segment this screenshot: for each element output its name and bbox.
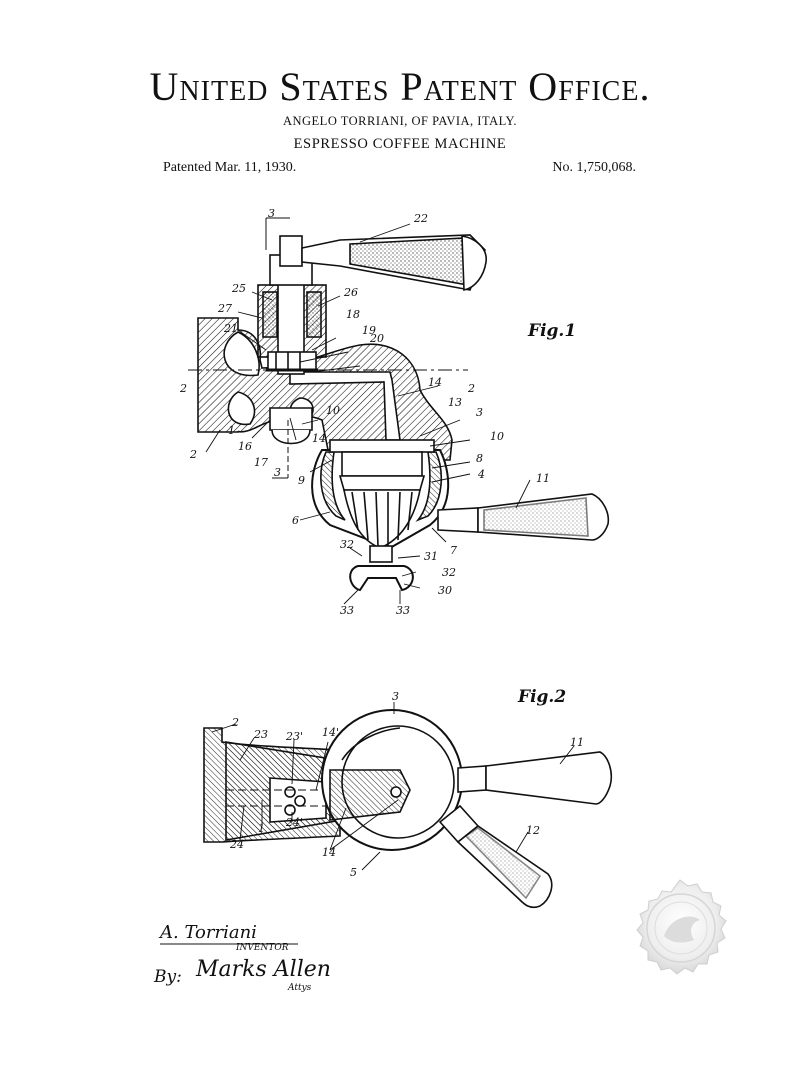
svg-text:8: 8 (476, 452, 483, 465)
svg-text:32: 32 (340, 538, 354, 551)
signature-block: A. Torriani INVENTOR By: Marks Allen Att… (153, 922, 331, 993)
lever-handle (301, 234, 487, 291)
inventor-signature: A. Torriani (158, 922, 257, 943)
svg-text:14: 14 (322, 846, 336, 859)
svg-text:14': 14' (322, 726, 339, 739)
svg-text:2: 2 (231, 716, 239, 729)
embossed-seal (636, 879, 727, 975)
document-title: United States Patent Office. (149, 64, 651, 109)
svg-text:33: 33 (340, 604, 354, 617)
svg-text:23': 23' (285, 730, 303, 743)
svg-text:31: 31 (424, 550, 438, 563)
inventor-line: ANGELO TORRIANI, OF PAVIA, ITALY. (282, 114, 518, 128)
svg-text:7: 7 (450, 544, 457, 557)
patent-number: No. 1,750,068. (552, 160, 636, 175)
svg-text:9: 9 (298, 474, 305, 487)
svg-text:2: 2 (467, 382, 475, 395)
svg-text:16: 16 (238, 440, 252, 453)
invention-title: ESPRESSO COFFEE MACHINE (293, 136, 507, 152)
fig-1-label: Fig.1 (527, 321, 576, 341)
svg-text:26: 26 (343, 286, 358, 299)
svg-text:18: 18 (346, 308, 360, 321)
fig-2-handle-11 (457, 751, 613, 805)
svg-text:33: 33 (396, 604, 410, 617)
svg-text:32: 32 (442, 566, 456, 579)
svg-text:2: 2 (179, 382, 187, 395)
portafilter-body (311, 439, 450, 550)
portafilter-handle (437, 493, 610, 541)
svg-text:11: 11 (570, 736, 584, 749)
svg-text:24: 24 (229, 838, 244, 851)
svg-text:12: 12 (526, 824, 540, 837)
svg-text:2: 2 (189, 448, 197, 461)
svg-text:10: 10 (326, 404, 340, 417)
fig-2-handle-12 (438, 804, 553, 909)
svg-text:1: 1 (258, 822, 265, 835)
figure-1 (188, 217, 610, 605)
svg-text:10: 10 (490, 430, 504, 443)
attorney-signature: Marks Allen (195, 957, 331, 982)
fig-2-label: Fig.2 (517, 687, 566, 707)
svg-text:23: 23 (253, 728, 268, 741)
fig-2-reference-numbers: 3 2 23 23' 14' 11 24' 1 24 14 12 5 (229, 690, 584, 879)
svg-text:3: 3 (268, 207, 275, 220)
patented-date: Patented Mar. 11, 1930. (163, 160, 297, 175)
svg-text:6: 6 (292, 514, 299, 527)
svg-text:11: 11 (536, 472, 550, 485)
svg-text:19: 19 (362, 324, 376, 337)
svg-text:4: 4 (477, 468, 485, 481)
svg-text:5: 5 (350, 866, 357, 879)
fig-1-reference-numbers: 3 22 25 26 27 18 21 19 20 2 2 14 13 3 10… (179, 207, 550, 617)
svg-text:14: 14 (428, 376, 442, 389)
svg-text:14: 14 (312, 432, 326, 445)
svg-text:21: 21 (223, 322, 238, 335)
svg-text:1: 1 (228, 424, 235, 437)
svg-text:25: 25 (231, 282, 246, 295)
svg-text:17: 17 (254, 456, 268, 469)
by-label: By: (153, 967, 182, 987)
svg-text:27: 27 (217, 302, 232, 315)
inventor-role: INVENTOR (235, 943, 289, 953)
svg-text:13: 13 (448, 396, 462, 409)
svg-text:3: 3 (274, 466, 281, 479)
attorney-role: Attys (287, 983, 312, 993)
svg-text:24': 24' (285, 816, 303, 829)
svg-text:20: 20 (369, 332, 384, 345)
svg-text:22: 22 (413, 212, 428, 225)
svg-text:3: 3 (476, 406, 483, 419)
svg-text:3: 3 (392, 690, 399, 703)
figure-2 (203, 702, 613, 909)
svg-text:30: 30 (438, 584, 452, 597)
